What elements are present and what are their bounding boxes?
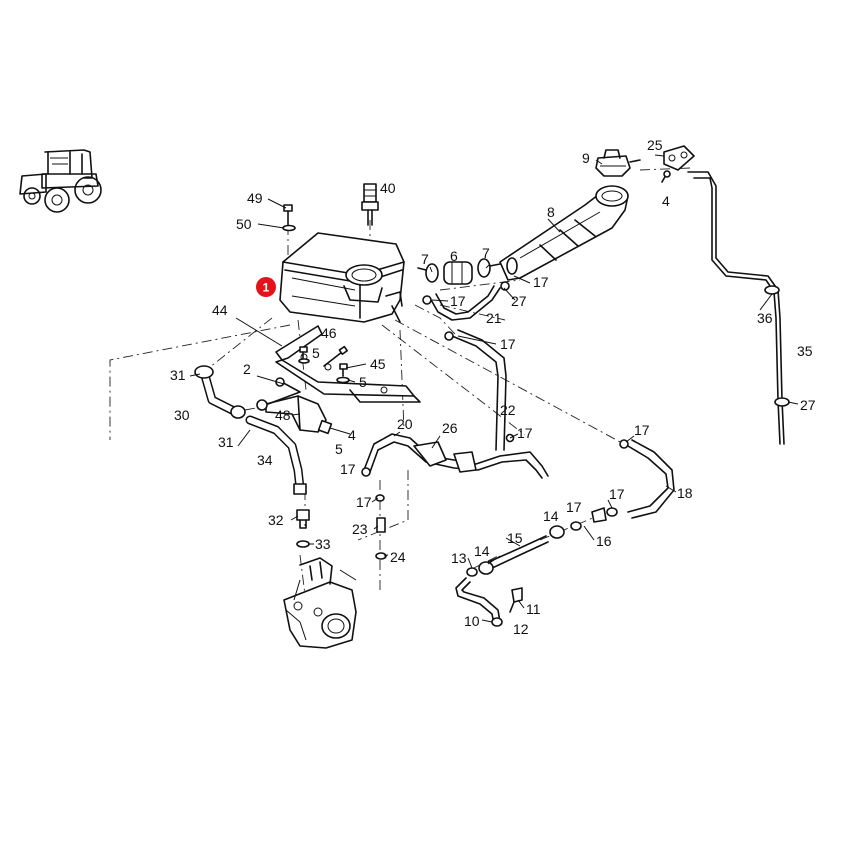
callout-31-top[interactable]: 31 [170, 367, 186, 383]
callout-7-left[interactable]: 7 [421, 251, 429, 267]
callout-17-filter-b[interactable]: 17 [609, 486, 625, 502]
tractor-icon [19, 149, 102, 213]
callout-46[interactable]: 46 [321, 325, 337, 341]
callout-49[interactable]: 49 [247, 190, 263, 206]
pump-housing [283, 557, 357, 649]
callout-33[interactable]: 33 [315, 536, 331, 552]
callout-9[interactable]: 9 [582, 150, 590, 166]
callout-23[interactable]: 23 [352, 521, 368, 537]
callout-13[interactable]: 13 [451, 550, 467, 566]
callout-labels: 49 50 40 9 25 4 8 7 6 7 17 17 27 21 17 4… [170, 137, 816, 637]
callout-31-bottom[interactable]: 31 [218, 434, 234, 450]
filler-cap [595, 149, 641, 177]
callout-5-a[interactable]: 5 [312, 345, 320, 361]
callout-14-lower[interactable]: 14 [474, 543, 490, 559]
filler-hose [417, 257, 518, 285]
callout-17-left[interactable]: 17 [340, 461, 356, 477]
injection-pipe-10 [455, 577, 523, 627]
callout-11[interactable]: 11 [526, 601, 541, 617]
part-badge[interactable]: 1 [256, 277, 276, 297]
callout-26[interactable]: 26 [442, 420, 458, 436]
callout-21[interactable]: 21 [486, 310, 502, 326]
callout-17-line[interactable]: 17 [634, 422, 650, 438]
callout-16[interactable]: 16 [596, 533, 612, 549]
callout-8[interactable]: 8 [547, 204, 555, 220]
fasteners [298, 345, 350, 384]
callout-17-neck[interactable]: 17 [533, 274, 549, 290]
vent-hose-21 [422, 281, 510, 321]
bolt-49 [282, 204, 296, 232]
callout-25[interactable]: 25 [647, 137, 663, 153]
callout-40[interactable]: 40 [380, 180, 396, 196]
callout-7-right[interactable]: 7 [482, 245, 490, 261]
callout-5-b[interactable]: 5 [359, 374, 367, 390]
callout-4-top[interactable]: 4 [662, 193, 670, 209]
callout-5-c[interactable]: 5 [335, 441, 343, 457]
callout-45[interactable]: 45 [370, 356, 386, 372]
callout-6[interactable]: 6 [450, 248, 458, 264]
callout-12[interactable]: 12 [513, 621, 529, 637]
filler-neck [499, 185, 629, 281]
callout-17-filter-a[interactable]: 17 [566, 499, 582, 515]
callout-24[interactable]: 24 [390, 549, 406, 565]
callout-17-fitting[interactable]: 17 [356, 494, 372, 510]
callout-50[interactable]: 50 [236, 216, 252, 232]
return-line-22 [444, 329, 515, 451]
inline-filter-parts [466, 507, 618, 577]
callout-27-breather[interactable]: 27 [800, 397, 816, 413]
callout-17-pipe[interactable]: 17 [517, 425, 533, 441]
callout-15[interactable]: 15 [507, 530, 523, 546]
bracket-25 [661, 145, 695, 183]
callout-36[interactable]: 36 [757, 310, 773, 326]
fitting-32 [296, 509, 310, 548]
callout-20[interactable]: 20 [397, 416, 413, 432]
fuel-pipe-20 [361, 433, 549, 479]
callout-48[interactable]: 48 [275, 407, 291, 423]
svg-text:1: 1 [263, 281, 270, 295]
callout-2[interactable]: 2 [243, 361, 251, 377]
callout-18[interactable]: 18 [677, 485, 693, 501]
fuel-tank [279, 232, 405, 323]
breather-line [687, 171, 790, 445]
leader-lines [189, 154, 799, 623]
callout-4-mid[interactable]: 4 [348, 427, 356, 443]
callout-14-upper[interactable]: 14 [543, 508, 559, 524]
tank-support-bracket [275, 325, 421, 403]
callout-44[interactable]: 44 [212, 302, 228, 318]
callout-17-tank[interactable]: 17 [450, 293, 466, 309]
suction-hose-34 [194, 365, 307, 495]
callout-30[interactable]: 30 [174, 407, 190, 423]
callout-10[interactable]: 10 [464, 613, 480, 629]
callout-17-return[interactable]: 17 [500, 336, 516, 352]
fuel-line-18 [619, 439, 675, 519]
callout-35[interactable]: 35 [797, 343, 813, 359]
callout-22[interactable]: 22 [500, 402, 516, 418]
callout-34[interactable]: 34 [257, 452, 273, 468]
callout-32[interactable]: 32 [268, 512, 284, 528]
callout-27-neck[interactable]: 27 [511, 293, 527, 309]
fuel-sender-unit [361, 183, 379, 226]
